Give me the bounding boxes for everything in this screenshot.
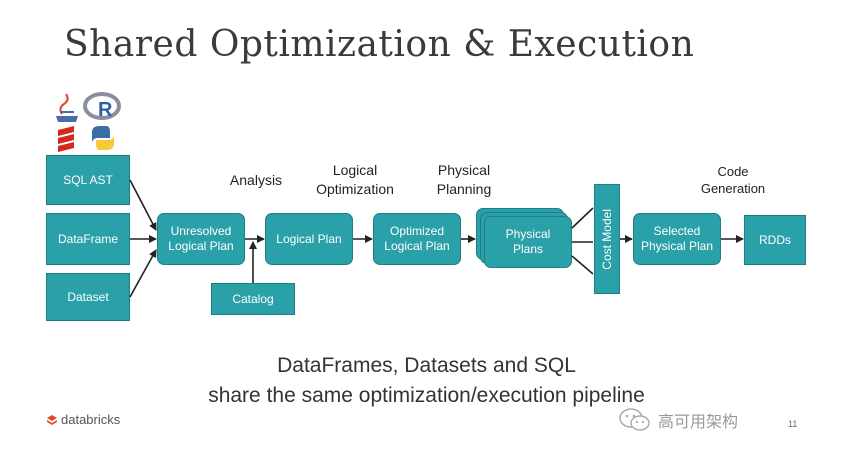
- python-icon: [92, 126, 114, 150]
- dataframe-box: DataFrame: [46, 213, 130, 265]
- rdds-node: RDDs: [744, 215, 806, 265]
- databricks-logo-text: databricks: [61, 412, 121, 427]
- unresolved-logical-plan-node: Unresolved Logical Plan: [157, 213, 245, 265]
- optimized-line2: Logical Plan: [384, 239, 450, 253]
- caption-line2: share the same optimization/execution pi…: [208, 384, 645, 407]
- page-number: 11: [788, 419, 798, 429]
- caption-line1: DataFrames, Datasets and SQL: [277, 354, 576, 377]
- code-generation-line2: Generation: [700, 181, 766, 196]
- arrow-physical-to-cost-3: [571, 255, 594, 275]
- logical-optimization-line2: Optimization: [316, 181, 394, 197]
- optimized-line1: Optimized: [389, 224, 445, 238]
- dataset-box: Dataset: [46, 273, 130, 321]
- physical-planning-line1: Physical: [437, 162, 491, 178]
- selected-line1: Selected: [653, 224, 701, 238]
- databricks-logo: databricks: [46, 412, 120, 427]
- physical-planning-line2: Planning: [436, 181, 492, 197]
- unresolved-line1: Unresolved: [170, 224, 232, 238]
- physical-plans-node: Physical Plans: [484, 216, 572, 268]
- watermark: 高可用架构: [618, 407, 738, 433]
- wechat-icon: [619, 408, 650, 431]
- code-generation-label: Code Generation: [688, 163, 778, 197]
- sql-ast-box: SQL AST: [46, 155, 130, 205]
- logical-plan-node: Logical Plan: [265, 213, 353, 265]
- optimized-logical-plan-node: Optimized Logical Plan: [373, 213, 461, 265]
- unresolved-line2: Logical Plan: [168, 239, 234, 253]
- selected-line2: Physical Plan: [640, 239, 714, 253]
- logical-optimization-line1: Logical: [332, 162, 378, 178]
- language-icons: R: [56, 92, 121, 152]
- physical-planning-label: Physical Planning: [424, 161, 504, 199]
- physical-line2: Plans: [512, 242, 544, 256]
- physical-line1: Physical: [505, 227, 551, 241]
- watermark-text: 高可用架构: [658, 414, 739, 431]
- scala-icon: [58, 126, 74, 152]
- databricks-logo-icon: [47, 414, 57, 425]
- arrow-physical-to-cost-1: [571, 207, 594, 229]
- analysis-label: Analysis: [229, 172, 283, 188]
- slide-title: Shared Optimization & Execution: [64, 24, 695, 65]
- r-icon: R: [83, 92, 121, 121]
- logical-optimization-label: Logical Optimization: [300, 161, 410, 199]
- selected-physical-plan-node: Selected Physical Plan: [633, 213, 721, 265]
- code-generation-line1: Code: [717, 164, 749, 179]
- svg-text:R: R: [98, 99, 113, 121]
- arrow-sql-to-unresolved: [129, 179, 157, 231]
- catalog-node: Catalog: [211, 283, 295, 315]
- java-icon: [56, 93, 78, 122]
- arrow-dataset-to-unresolved: [129, 249, 157, 298]
- cost-model-node: Cost Model: [594, 184, 620, 294]
